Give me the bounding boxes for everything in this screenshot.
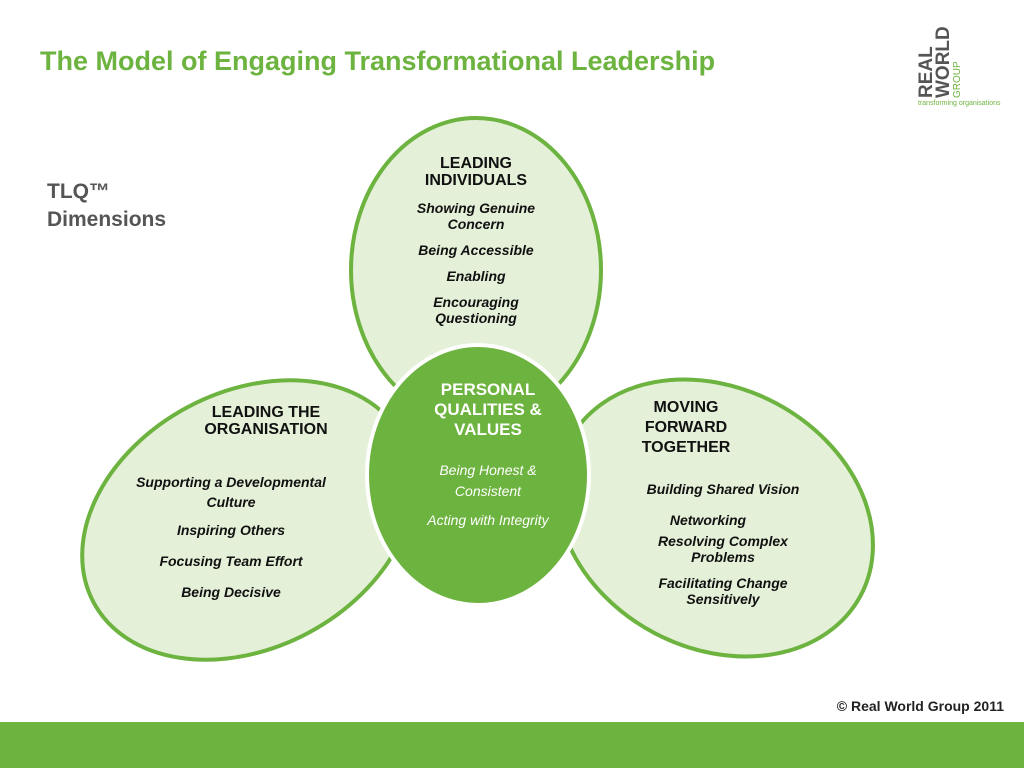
petal-left-items: Supporting a Developmental Culture Inspi… bbox=[121, 472, 341, 600]
footer-bar bbox=[0, 722, 1024, 768]
petal-top-item: Showing Genuine Concern bbox=[416, 200, 536, 232]
center-title-2: QUALITIES & bbox=[434, 400, 542, 419]
tlq-label: TLQ™ bbox=[47, 180, 110, 203]
petal-left-title-1: LEADING THE bbox=[211, 404, 321, 421]
petal-left-item: Inspiring Others bbox=[176, 522, 286, 538]
center-item: Acting with Integrity bbox=[427, 512, 549, 528]
copyright-text: © Real World Group 2011 bbox=[836, 698, 1004, 714]
petal-right-item: Networking bbox=[669, 512, 747, 528]
petal-left-title-2: ORGANISATION bbox=[204, 421, 328, 438]
logo-text-world: WORLD bbox=[933, 26, 954, 98]
petal-right-title-1: MOVING bbox=[653, 399, 719, 416]
dimensions-label: Dimensions bbox=[47, 208, 167, 231]
center-title-3: VALUES bbox=[454, 420, 522, 439]
petal-left-item: Being Decisive bbox=[181, 584, 281, 600]
center-circle bbox=[365, 343, 591, 607]
center-item: Being Honest & Consistent bbox=[439, 462, 537, 499]
page-title: The Model of Engaging Transformational L… bbox=[40, 46, 716, 76]
petal-right-item: Building Shared Vision bbox=[646, 481, 800, 497]
logo-tagline: transforming organisations bbox=[918, 100, 1001, 107]
petal-right-items: Building Shared Vision Networking Resolv… bbox=[613, 481, 833, 607]
center-text: PERSONAL QUALITIES & VALUES Being Honest… bbox=[398, 380, 578, 528]
petal-top-item: Being Accessible bbox=[418, 242, 534, 258]
petal-left-item: Focusing Team Effort bbox=[159, 553, 303, 569]
petal-top-title-1: LEADING bbox=[440, 155, 512, 172]
tlq-dimensions-heading: TLQ™ Dimensions bbox=[47, 178, 166, 234]
logo-text-real: REAL bbox=[916, 46, 937, 98]
center-title-1: PERSONAL bbox=[440, 380, 536, 399]
petal-right-item: Resolving Complex Problems bbox=[658, 533, 788, 565]
petal-top-title-2: INDIVIDUALS bbox=[424, 172, 528, 189]
petal-right-title-2: FORWARD bbox=[644, 419, 728, 436]
petal-top-item: Encouraging Questioning bbox=[433, 294, 519, 326]
real-world-group-logo: REAL WORLD GROUP bbox=[916, 26, 963, 98]
petal-left-item: Supporting a Developmental Culture bbox=[136, 474, 326, 510]
petal-right-title-3: TOGETHER bbox=[641, 439, 731, 456]
logo-text-group: GROUP bbox=[952, 61, 963, 98]
petal-right-item: Facilitating Change Sensitively bbox=[658, 575, 788, 607]
petal-right-title: MOVING FORWARD TOGETHER bbox=[616, 398, 756, 458]
petal-top-item: Enabling bbox=[446, 268, 506, 284]
petal-left-title: LEADING THE ORGANISATION bbox=[166, 404, 366, 438]
petal-top-text: LEADING INDIVIDUALS Showing Genuine Conc… bbox=[376, 155, 576, 326]
